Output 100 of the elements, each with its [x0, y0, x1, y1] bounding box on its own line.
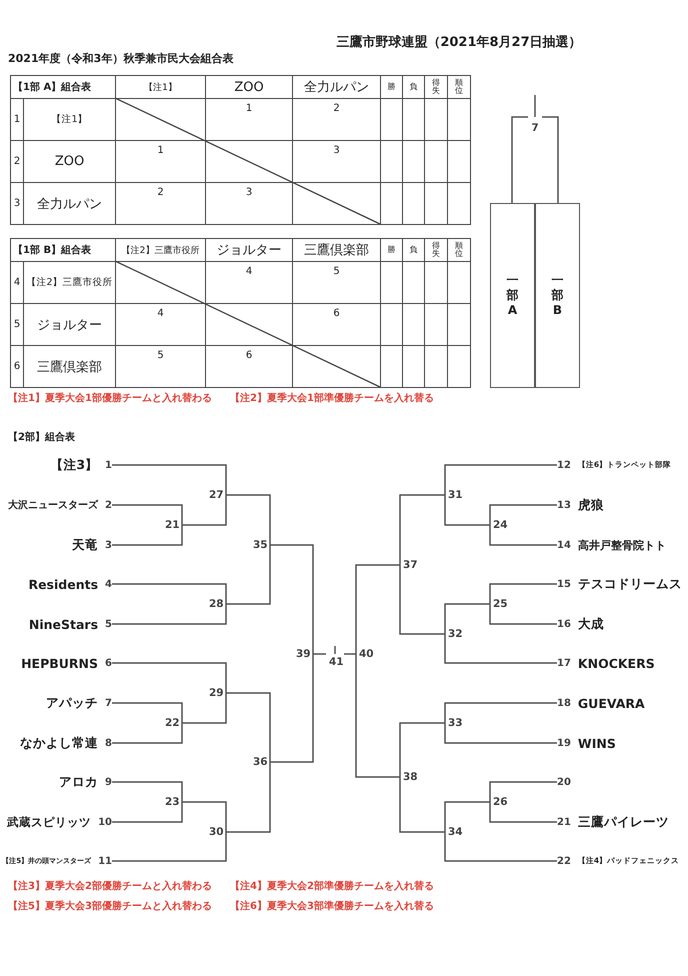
match-number: 25 — [490, 596, 510, 612]
team-name: 武蔵スピリッツ — [7, 814, 92, 830]
column-header: 三鷹倶楽部 — [292, 238, 380, 262]
seed-number: 18 — [557, 698, 571, 708]
seed-number: 7 — [105, 698, 112, 708]
bracket-line — [226, 762, 271, 833]
section-heading: 【2部】組合表 — [8, 430, 75, 444]
bracket-line — [226, 494, 271, 545]
bracket-line — [112, 504, 183, 525]
bracket-line — [399, 565, 445, 635]
column-header: 全力ルパン — [292, 76, 380, 98]
bracket-line — [270, 654, 314, 763]
bracket-line — [112, 702, 183, 723]
bracket-line — [112, 781, 183, 802]
row-number: 2 — [10, 140, 24, 182]
team-name: ジョルター — [24, 304, 116, 346]
column-header: 【注2】三鷹市役所 — [116, 238, 206, 262]
team-name: なかよし常連 — [20, 734, 98, 752]
match-number: 2 — [116, 182, 206, 224]
column-header: ZOO — [206, 76, 292, 98]
bracket-line — [444, 603, 490, 634]
bracket-line — [270, 544, 314, 654]
bracket-line — [182, 801, 227, 832]
match-number: 22 — [162, 715, 182, 731]
division-slot: 一部B — [535, 203, 580, 388]
team-name: テスコドリームス — [578, 576, 682, 592]
subtitle: 2021年度（令和3年）秋季兼市民大会組合表 — [8, 51, 234, 66]
seed-number: 19 — [557, 738, 571, 748]
match-number: 27 — [206, 487, 226, 503]
seed-number: 20 — [557, 776, 571, 788]
bracket-line — [112, 832, 227, 862]
seed-number: 1 — [105, 460, 112, 470]
column-header: 勝 — [380, 238, 402, 262]
row-number: 6 — [10, 346, 24, 388]
match-number: 3 — [206, 182, 292, 224]
bracket-line — [226, 545, 271, 605]
team-name: アパッチ — [46, 694, 98, 712]
match-number: 31 — [445, 487, 465, 503]
bracket-line — [226, 692, 271, 762]
bracket-line — [489, 504, 557, 525]
seed-number: 22 — [557, 856, 571, 866]
column-header: 得失 — [424, 76, 448, 98]
footnote: 【注4】夏季大会2部準優勝チームを入れ替る — [230, 879, 434, 893]
match-number: 6 — [292, 304, 380, 346]
bracket-line — [542, 116, 559, 203]
team-name: 【注1】 — [24, 98, 116, 140]
match-number: 33 — [445, 715, 465, 731]
match-number: 1 — [116, 140, 206, 182]
table-heading: 【1部 A】組合表 — [10, 76, 116, 98]
match-number: 3 — [292, 140, 380, 182]
team-name: アロカ — [59, 774, 98, 790]
match-number: 5 — [116, 346, 206, 388]
bracket-line — [182, 693, 227, 724]
bracket-line — [489, 781, 557, 802]
row-number: 1 — [10, 98, 24, 140]
column-header: 得失 — [424, 238, 448, 262]
footnote: 【注1】夏季大会1部優勝チームと入れ替わる — [8, 391, 212, 405]
bracket-line — [444, 495, 490, 526]
bracket-line — [444, 723, 557, 744]
seed-number: 12 — [557, 460, 571, 470]
match-number: 30 — [206, 824, 226, 840]
bracket-line — [112, 464, 227, 495]
seed-number: 4 — [105, 578, 112, 590]
match-number: 40 — [356, 646, 376, 662]
seed-number: 10 — [98, 816, 112, 828]
match-number: 1 — [206, 98, 292, 140]
footnote: 【注6】夏季大会3部準優勝チームを入れ替る — [230, 899, 434, 913]
match-number: 7 — [528, 120, 542, 136]
match-number: 24 — [490, 517, 510, 533]
team-name: 高井戸整骨院トト — [578, 538, 666, 552]
match-number: 4 — [206, 262, 292, 304]
bracket-line — [399, 722, 445, 777]
bracket-line — [313, 653, 327, 655]
bracket-line — [112, 604, 227, 625]
team-name: ZOO — [24, 140, 116, 182]
row-number: 4 — [10, 262, 24, 304]
division-slot: 一部A — [490, 203, 535, 388]
page-title: 三鷹市野球連盟（2021年8月27日抽選） — [335, 34, 583, 51]
bracket-line — [444, 801, 490, 832]
team-name: 【注3】 — [50, 456, 98, 474]
seed-number: 14 — [557, 540, 571, 550]
bracket-line — [399, 494, 445, 565]
bracket-line — [444, 464, 557, 495]
seed-number: 15 — [557, 578, 571, 590]
bracket-line — [112, 525, 183, 546]
team-name: KNOCKERS — [578, 656, 655, 670]
match-number: 32 — [445, 626, 465, 642]
match-number: 39 — [293, 646, 313, 662]
match-number: 5 — [292, 262, 380, 304]
team-name: NineStars — [28, 616, 98, 632]
row-number: 3 — [10, 182, 24, 224]
column-header: 【注1】 — [116, 76, 206, 98]
match-number: 6 — [206, 346, 292, 388]
bracket-line — [112, 723, 183, 744]
team-name: 天竜 — [72, 536, 98, 554]
seed-number: 9 — [105, 776, 112, 788]
column-header: 負 — [402, 76, 424, 98]
bracket-line — [355, 564, 400, 654]
bracket-line — [489, 802, 557, 823]
match-number: 26 — [490, 794, 510, 810]
